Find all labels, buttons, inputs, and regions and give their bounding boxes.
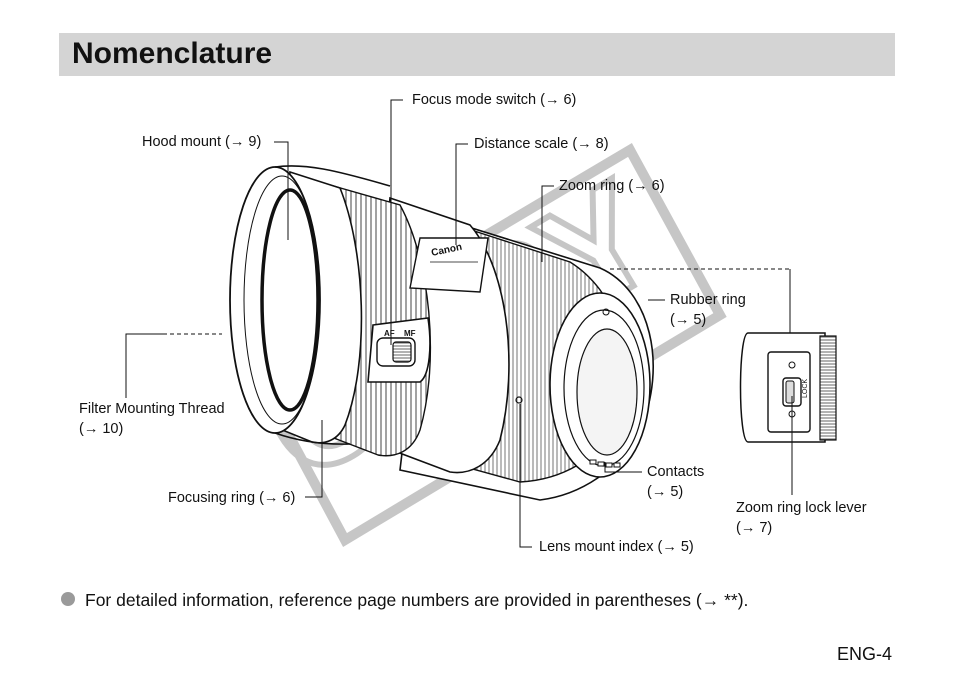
- lens-body: [229, 165, 654, 501]
- svg-text:LOCK: LOCK: [802, 379, 809, 398]
- label-filter-thread: Filter Mounting Thread: [79, 401, 225, 417]
- page-title: Nomenclature: [72, 37, 273, 70]
- label-lens-mount-index: Lens mount index (→ 5): [539, 539, 694, 555]
- label-focusing-ring: Focusing ring (→ 6): [168, 490, 296, 506]
- label-zoom-ring: Zoom ring (→ 6): [559, 178, 665, 194]
- reference-note-text: For detailed information, reference page…: [85, 590, 749, 610]
- label-contacts: Contacts: [647, 464, 705, 480]
- label-distance-scale: Distance scale (→ 8): [474, 136, 609, 152]
- leader-lines: [125, 99, 793, 548]
- label-zoom-lock-lever-ref: (→ 7): [736, 520, 773, 536]
- label-rubber-ring: Rubber ring: [670, 292, 746, 308]
- zoom-lock-inset: LOCK: [739, 332, 837, 443]
- label-filter-thread-ref: (→ 10): [79, 421, 124, 437]
- title-bar: Nomenclature: [59, 33, 895, 76]
- reference-note: For detailed information, reference page…: [61, 590, 748, 611]
- page-number: ENG-4: [836, 644, 892, 664]
- label-hood-mount: Hood mount (→ 9): [142, 134, 262, 150]
- bullet-icon: [61, 592, 75, 607]
- label-zoom-lock-lever: Zoom ring lock lever: [736, 500, 867, 516]
- svg-text:MF: MF: [404, 329, 416, 338]
- label-focus-mode-switch: Focus mode switch (→ 6): [412, 92, 577, 108]
- label-contacts-ref: (→ 5): [647, 484, 684, 500]
- label-rubber-ring-ref: (→ 5): [670, 312, 707, 328]
- svg-text:AF: AF: [384, 329, 395, 338]
